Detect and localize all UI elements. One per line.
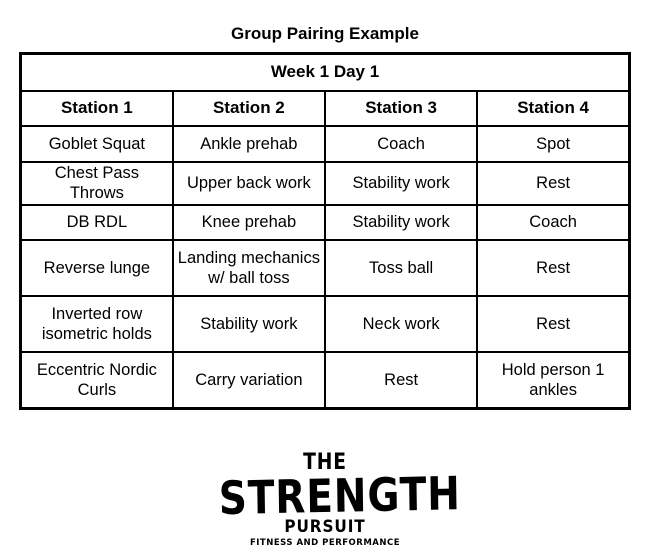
column-header-station-1: Station 1: [19, 89, 174, 128]
document-title: Group Pairing Example: [231, 24, 419, 43]
strength-pursuit-logo: THE STRENGTH PURSUIT FITNESS AND PERFORM…: [200, 450, 462, 550]
table-cell: Rest: [476, 239, 631, 298]
table-cell: Knee prehab: [171, 203, 327, 242]
logo-tagline: FITNESS AND PERFORMANCE: [249, 538, 401, 548]
table-cell: Inverted row isometric holds: [19, 295, 174, 353]
table-cell: Reverse lunge: [19, 239, 174, 298]
table-cell: Goblet Squat: [19, 125, 174, 163]
table-cell: Carry variation: [171, 351, 327, 410]
table-cell: Rest: [476, 295, 631, 353]
table-cell: Landing mechanics w/ ball toss: [171, 239, 327, 298]
table-cell: DB RDL: [19, 203, 174, 242]
table-cell: Stability work: [171, 295, 327, 353]
table-cell: Eccentric Nordic Curls: [19, 351, 174, 410]
table-cell: Toss ball: [323, 239, 479, 298]
table-cell: Spot: [476, 125, 631, 163]
week-day-heading: Week 1 Day 1: [19, 52, 631, 92]
table-cell: Stability work: [323, 160, 479, 206]
table-row: DB RDL Knee prehab Stability work Coach: [19, 203, 631, 242]
column-header-station-2: Station 2: [171, 89, 327, 128]
logo-line-the: THE: [303, 450, 347, 475]
table-cell: Coach: [323, 125, 479, 163]
logo-line-pursuit: PURSUIT: [284, 517, 366, 537]
table-row: Reverse lunge Landing mechanics w/ ball …: [19, 239, 631, 298]
logo-line-strength: STRENGTH: [218, 466, 462, 526]
table-cell: Chest Pass Throws: [19, 160, 174, 206]
table-caption-row: Week 1 Day 1: [19, 52, 631, 92]
table-cell: Rest: [323, 351, 479, 410]
table-cell: Upper back work: [171, 160, 327, 206]
table-row: Eccentric Nordic Curls Carry variation R…: [19, 351, 631, 410]
table-header-row: Station 1 Station 2 Station 3 Station 4: [19, 89, 631, 128]
table-cell: Neck work: [323, 295, 479, 353]
column-header-station-3: Station 3: [323, 89, 479, 128]
table-cell: Rest: [476, 160, 631, 206]
table-row: Goblet Squat Ankle prehab Coach Spot: [19, 125, 631, 163]
table-row: Chest Pass Throws Upper back work Stabil…: [19, 160, 631, 206]
table-cell: Hold person 1 ankles: [476, 351, 631, 410]
column-header-station-4: Station 4: [476, 89, 631, 128]
table-cell: Ankle prehab: [171, 125, 327, 163]
group-pairing-table: Week 1 Day 1 Station 1 Station 2 Station…: [19, 52, 631, 410]
table-cell: Coach: [476, 203, 631, 242]
table-row: Inverted row isometric holds Stability w…: [19, 295, 631, 353]
table-cell: Stability work: [323, 203, 479, 242]
